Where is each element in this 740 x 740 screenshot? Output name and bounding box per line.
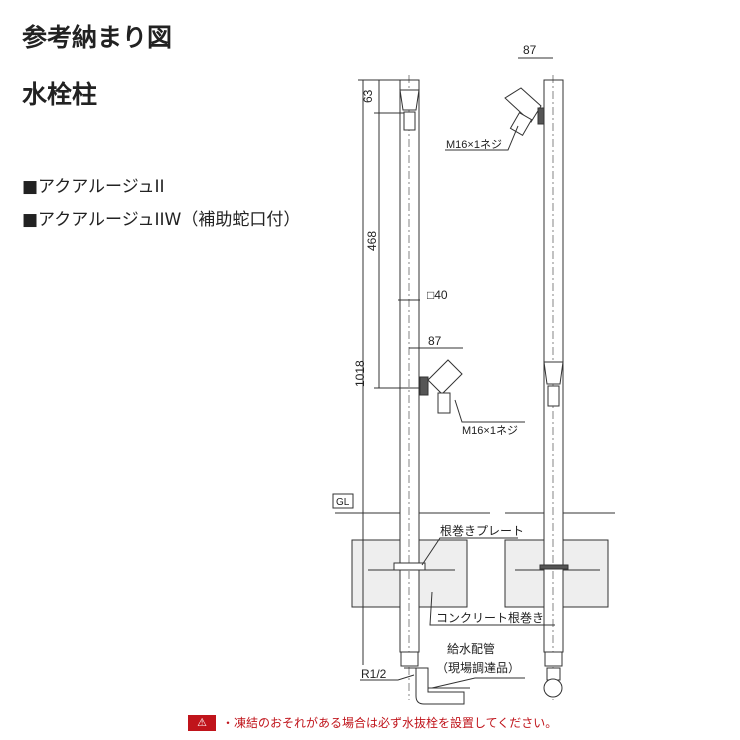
- gl-label: GL: [336, 497, 350, 508]
- thread-label-upper: M16×1ネジ: [446, 138, 502, 151]
- dim-reach-lower: 87: [428, 334, 442, 348]
- page-title: 参考納まり図: [22, 23, 173, 52]
- root-plate-left: [393, 562, 426, 571]
- warning-note: ⚠ ・凍結のおそれがある場合は必ず水抜栓を設置してください。: [188, 714, 557, 731]
- faucet-lower-left: [427, 359, 463, 395]
- dim-upper-span: 468: [365, 231, 379, 251]
- faucet-top-left: [399, 89, 420, 111]
- warning-text: ・凍結のおそれがある場合は必ず水抜栓を設置してください。: [222, 716, 558, 730]
- dim-top-offset: 63: [361, 89, 375, 103]
- supply-elbow: [404, 667, 465, 705]
- dim-reach-upper: 87: [523, 43, 537, 57]
- warning-triangle-icon: ⚠: [188, 714, 216, 731]
- dim-total-height: 1018: [353, 360, 367, 387]
- page-subtitle: 水栓柱: [22, 80, 98, 109]
- model-2: ■アクアルージュIIW（補助蛇口付）: [22, 210, 301, 230]
- thread-label-lower: M16×1ネジ: [462, 424, 518, 437]
- dim-post-size: □40: [427, 288, 448, 302]
- supply-pipe-note: （現場調達品）: [436, 661, 520, 675]
- concrete-label: コンクリート根巻き: [436, 611, 544, 625]
- supply-pipe-label: 給水配管: [447, 641, 495, 656]
- pipe-thread-label: R1/2: [361, 667, 387, 681]
- root-plate-right: [539, 564, 569, 570]
- faucet-lower-right: [543, 361, 564, 385]
- drain-cap: [543, 678, 563, 698]
- model-1: ■アクアルージュII: [22, 177, 165, 197]
- root-plate-label: 根巻きプレート: [440, 524, 524, 538]
